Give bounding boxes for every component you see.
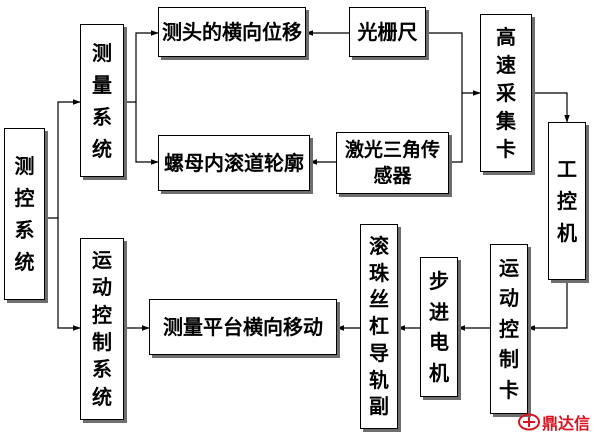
label-char: 统 <box>92 384 112 409</box>
label-char: 运 <box>92 248 112 273</box>
brand-logo-text: 鼎达信 <box>541 414 590 433</box>
label-char: 副 <box>369 394 389 419</box>
raceway-profile-box: 螺母内滚道轮廓 <box>158 135 310 191</box>
arrow-ipc-to-motion-card <box>527 280 568 331</box>
grating-ruler-box: 光栅尺 <box>349 7 426 57</box>
label-char: 卡 <box>499 377 519 402</box>
label-char: 动 <box>499 286 519 311</box>
label-char: 卡 <box>496 137 516 161</box>
motion-card-label: 运动控制卡 <box>499 253 519 405</box>
label-char: 杠 <box>369 314 389 339</box>
label-char: 采 <box>496 81 516 105</box>
label-line: 感器 <box>373 165 412 187</box>
industrial-pc-label: 工控机 <box>557 153 577 249</box>
label-char: 统 <box>14 250 35 274</box>
arrow-grating-to-daq <box>426 32 481 96</box>
ball-screw-label: 滚珠丝杠导轨副 <box>369 233 389 420</box>
label-char: 工 <box>557 157 577 181</box>
motion-control-system-label: 运动控制系统 <box>92 247 112 411</box>
grating-ruler-label: 光栅尺 <box>357 20 418 44</box>
stepper-motor-label: 步进电机 <box>429 266 449 388</box>
cable-brand-icon <box>517 413 540 431</box>
ball-screw-box: 滚珠丝杠导轨副 <box>360 224 398 429</box>
lateral-displacement-label: 测头的横向位移 <box>162 20 302 44</box>
label-char: 珠 <box>369 260 389 285</box>
label-char: 集 <box>496 109 516 133</box>
label-char: 测 <box>14 154 35 178</box>
arrow-to-raceway-profile <box>135 102 159 165</box>
laser-sensor-box: 激光三角传感器 <box>336 132 449 194</box>
label-char: 导 <box>369 340 389 365</box>
label-char: 量 <box>92 72 112 97</box>
brand-logo: 鼎达信 <box>517 410 590 434</box>
stepper-motor-box: 步进电机 <box>420 257 458 397</box>
platform-move-box: 测量平台横向移动 <box>149 299 337 355</box>
label-char: 机 <box>429 360 449 385</box>
platform-move-label: 测量平台横向移动 <box>163 315 323 339</box>
measurement-system-label: 测量系统 <box>92 37 112 165</box>
label-char: 制 <box>499 347 519 372</box>
label-char: 进 <box>429 299 449 324</box>
label-char: 控 <box>92 302 112 327</box>
raceway-profile-label: 螺母内滚道轮廓 <box>164 151 304 175</box>
label-char: 高 <box>496 25 516 49</box>
measure-control-system-box: 测控系统 <box>4 128 45 300</box>
label-char: 轨 <box>369 367 389 392</box>
label-char: 测 <box>92 40 112 65</box>
label-char: 控 <box>557 189 577 213</box>
measure-control-system-label: 测控系统 <box>15 150 35 278</box>
daq-card-label: 高速采集卡 <box>496 23 516 163</box>
arrow-to-lateral-displacement <box>124 30 159 103</box>
label-char: 控 <box>499 316 519 341</box>
arrow-to-measurement-system <box>45 99 81 219</box>
label-char: 滚 <box>369 233 389 258</box>
measurement-system-box: 测量系统 <box>80 24 124 177</box>
motion-control-system-box: 运动控制系统 <box>80 238 124 420</box>
label-char: 系 <box>92 104 112 129</box>
label-char: 统 <box>92 136 112 161</box>
label-char: 系 <box>14 218 35 242</box>
label-char: 步 <box>429 269 449 293</box>
daq-card-box: 高速采集卡 <box>480 14 532 172</box>
laser-sensor-label: 激光三角传感器 <box>345 137 440 189</box>
label-line: 激光三角传 <box>344 139 440 161</box>
motion-card-box: 运动控制卡 <box>490 244 528 414</box>
arrow-daq-to-ipc <box>532 92 570 123</box>
label-char: 机 <box>557 221 577 245</box>
label-char: 丝 <box>369 287 389 312</box>
label-char: 运 <box>499 255 519 280</box>
line-laser-to-daq <box>449 93 463 163</box>
label-char: 制 <box>92 330 112 354</box>
label-char: 速 <box>496 53 516 77</box>
label-char: 系 <box>92 357 112 382</box>
label-char: 控 <box>14 186 35 210</box>
lateral-displacement-box: 测头的横向位移 <box>158 7 306 57</box>
arrow-to-motion-control-system <box>57 218 81 331</box>
industrial-pc-box: 工控机 <box>548 122 586 280</box>
label-char: 动 <box>92 275 112 300</box>
label-char: 电 <box>429 330 449 354</box>
